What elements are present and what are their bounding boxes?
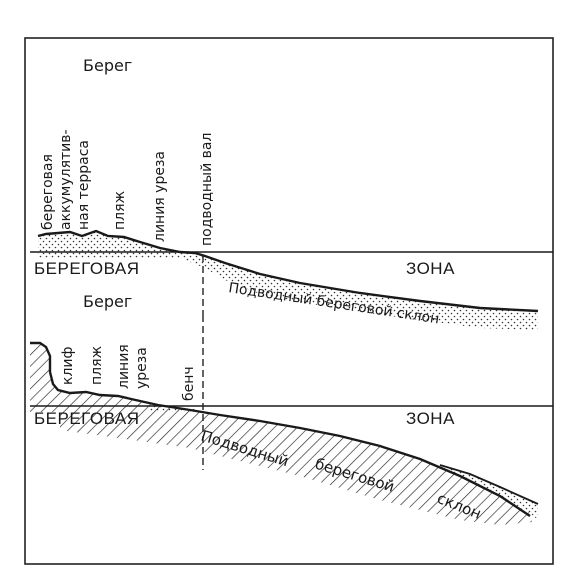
bottom-zone-right: ЗОНА	[406, 409, 455, 428]
bottom-panel: Берег клиф пляж линия уреза бенч БЕРЕГОВ…	[30, 292, 553, 525]
top-label-terrace-3: ная терраса	[76, 140, 92, 230]
top-label-terrace-1: береговая	[40, 154, 56, 230]
bottom-cliff-rock	[30, 343, 158, 412]
bottom-label-waterline-2: уреза	[134, 347, 150, 389]
bottom-label-bench: бенч	[181, 366, 197, 401]
bottom-shore-title: Берег	[83, 292, 132, 311]
top-label-waterline: линия уреза	[152, 151, 168, 242]
bottom-bedrock	[60, 405, 532, 525]
top-label-bar: подводный вал	[199, 133, 215, 246]
bottom-label-beach: пляж	[89, 345, 105, 385]
bottom-profile-line	[30, 341, 531, 517]
top-zone-left: БЕРЕГОВАЯ	[34, 259, 140, 278]
top-shore-title: Берег	[83, 56, 132, 75]
bottom-label-waterline-1: линия	[116, 344, 132, 389]
bottom-sediment-line	[439, 464, 539, 505]
top-profile-line	[37, 229, 539, 313]
bottom-zone-left: БЕРЕГОВАЯ	[34, 409, 140, 428]
top-panel: Берег береговая аккумулятив- ная терраса…	[30, 56, 553, 330]
top-zone-right: ЗОНА	[406, 259, 455, 278]
diagram-frame	[24, 37, 554, 565]
top-label-beach: пляж	[112, 190, 128, 230]
top-label-terrace-2: аккумулятив-	[58, 129, 74, 230]
bottom-label-cliff: клиф	[60, 346, 76, 385]
